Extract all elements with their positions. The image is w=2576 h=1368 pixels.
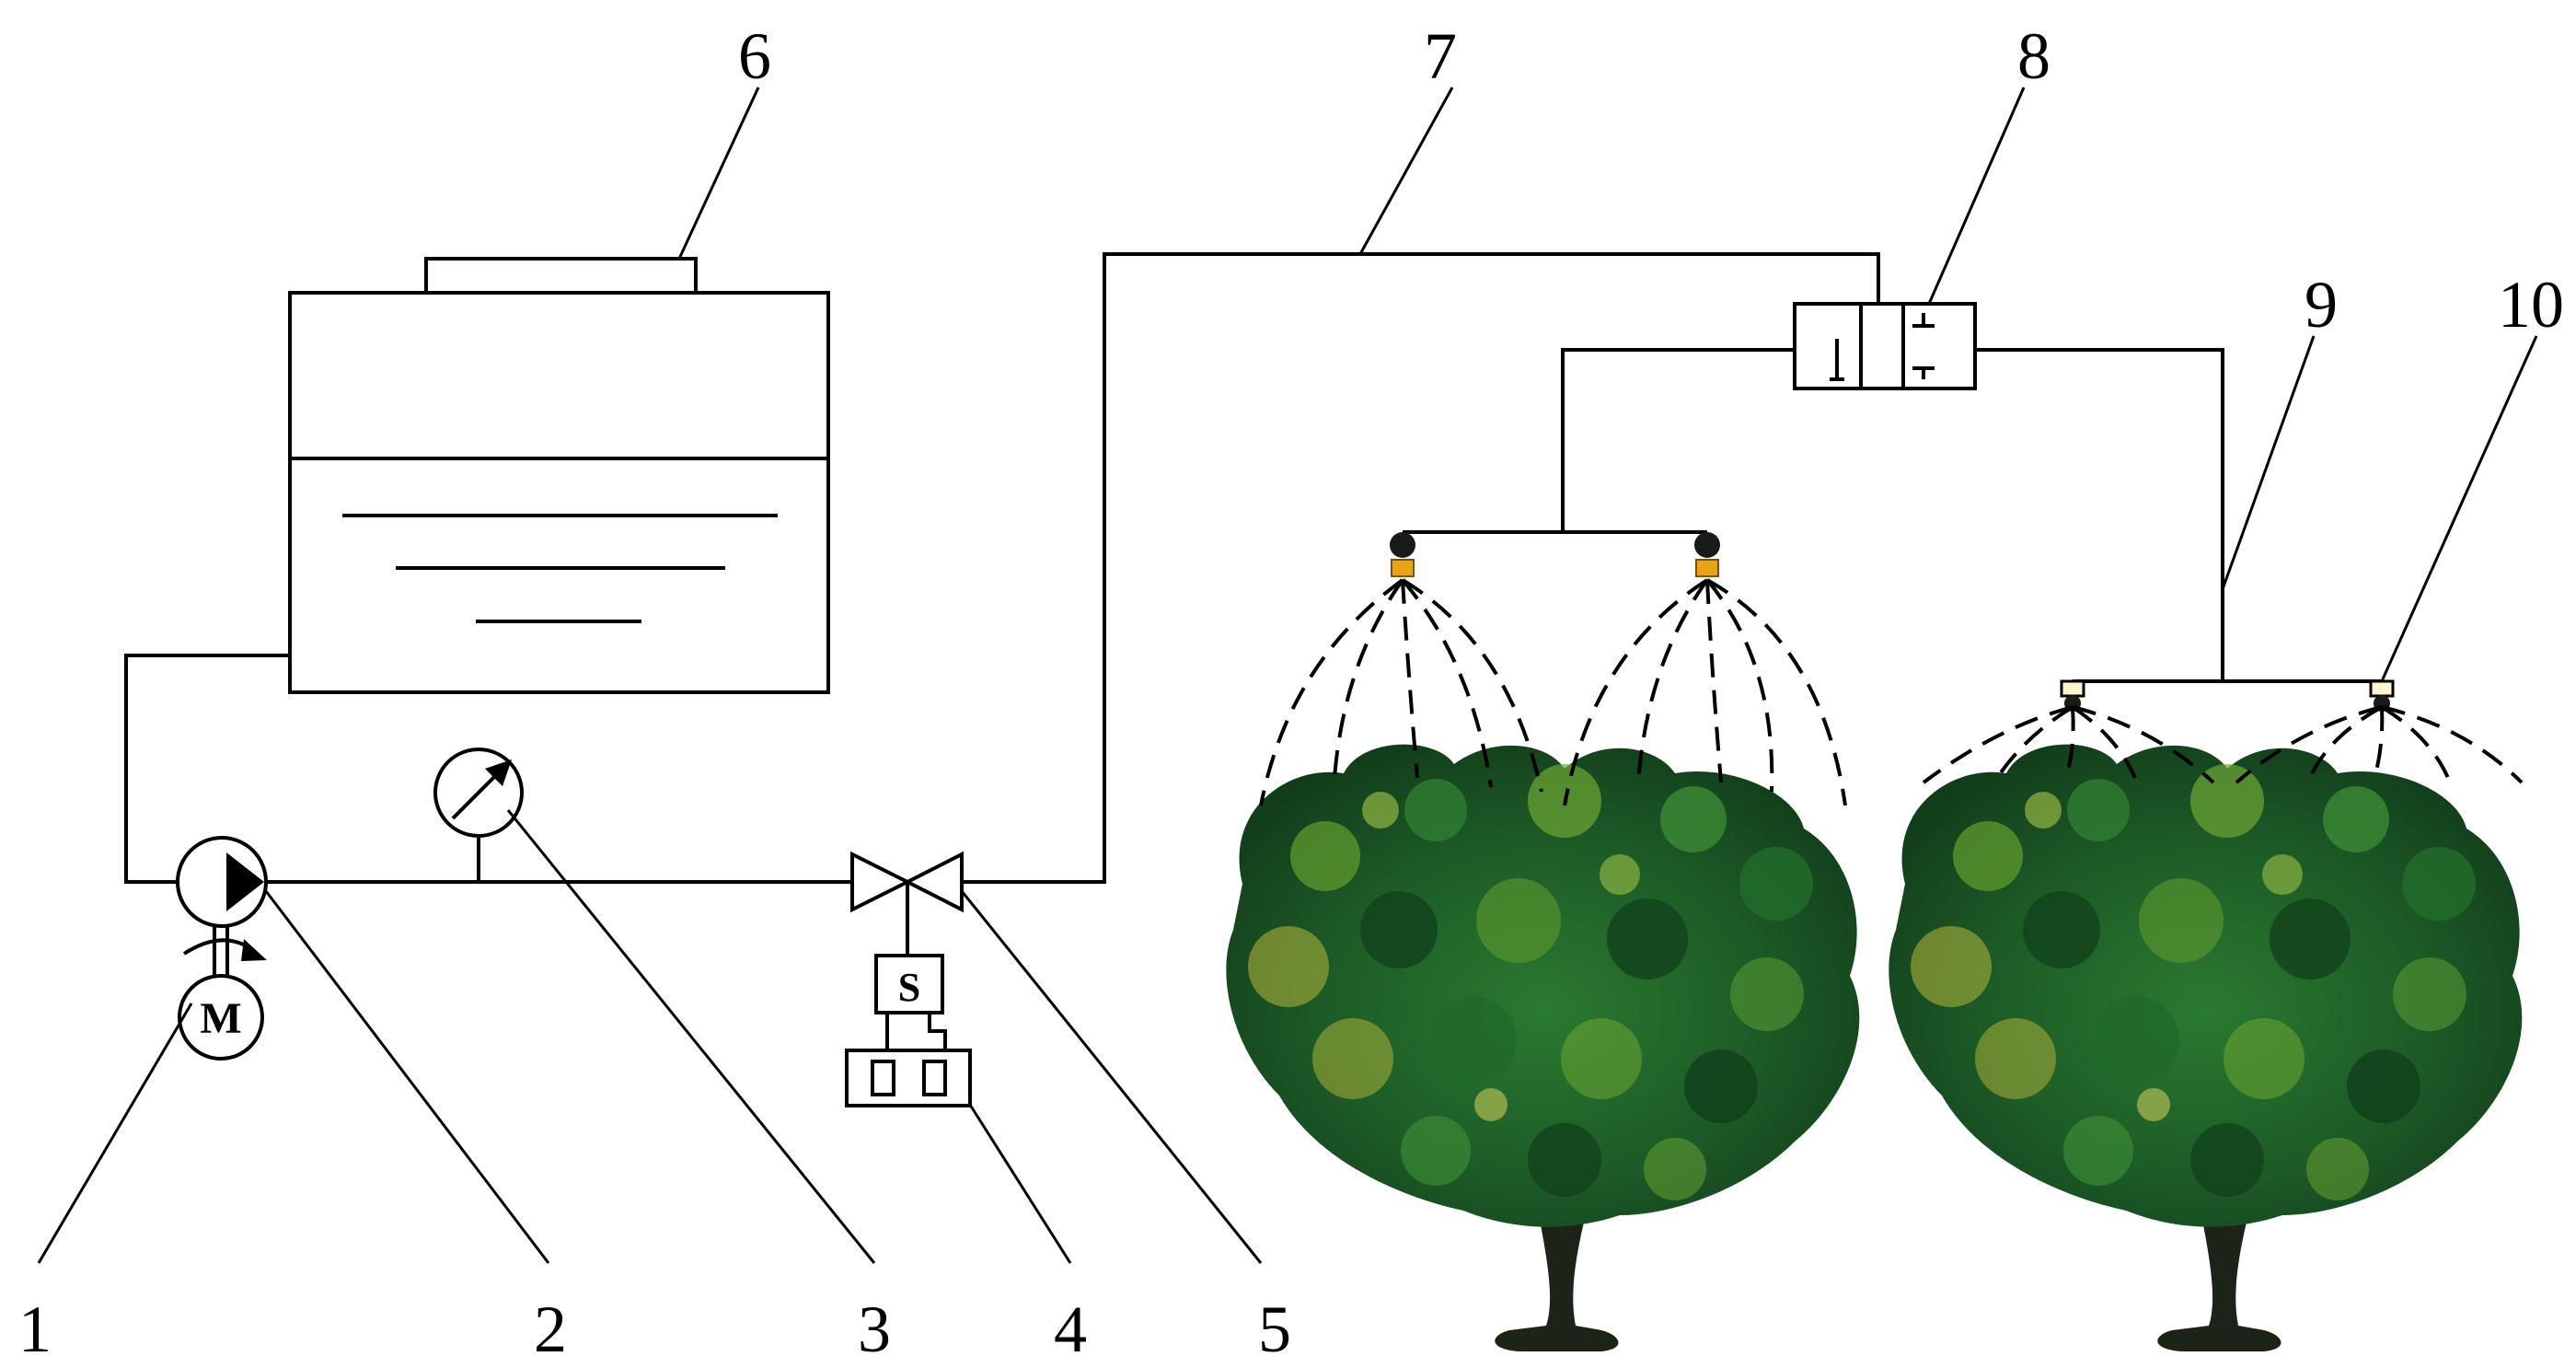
- label-8: 8: [2017, 19, 2050, 93]
- spray-line: [1706, 578, 1847, 806]
- rotation-arrowhead: [241, 939, 267, 961]
- pump-body: [176, 836, 268, 928]
- solenoid-valve: S: [850, 851, 964, 1014]
- tree-left: [1226, 744, 1860, 1351]
- controller: [845, 1013, 972, 1107]
- spray-line: [2381, 705, 2524, 784]
- nozzle: [1694, 532, 1720, 577]
- label-2: 2: [534, 1293, 567, 1363]
- spray-line: [2071, 705, 2137, 779]
- label-4: 4: [1054, 1293, 1087, 1363]
- tank: [288, 257, 830, 694]
- leader-line-7: [1358, 87, 1454, 255]
- spray-line: [1563, 578, 1709, 806]
- controller-terminal: [871, 1060, 895, 1096]
- tree-right: [1889, 744, 2523, 1351]
- leader-line-8: [1927, 87, 2026, 305]
- spray-line: [2373, 706, 2385, 779]
- pump: [176, 836, 268, 928]
- motor: M: [178, 926, 267, 1061]
- spray-line: [1995, 705, 2074, 780]
- solenoid-symbol: S: [898, 965, 920, 1010]
- label-3: 3: [858, 1293, 891, 1363]
- left-spray-pattern: [1259, 578, 1847, 806]
- controller-terminal: [922, 1060, 947, 1096]
- gauge-needle-tip: [485, 759, 512, 786]
- label-6: 6: [738, 19, 771, 93]
- label-1: 1: [18, 1293, 52, 1363]
- spray-line: [2380, 705, 2450, 779]
- rotation-arrow: [182, 938, 252, 956]
- spray-line: [1401, 578, 1543, 793]
- leader-line-10: [2380, 335, 2538, 682]
- controller-box: [845, 1049, 972, 1107]
- trunk: [1495, 1197, 1619, 1351]
- delivery-pipe: [962, 252, 1880, 884]
- tank-body: [288, 291, 830, 694]
- leader-line-9: [2221, 335, 2316, 590]
- leader-line-6: [677, 87, 760, 260]
- label-9: 9: [2305, 268, 2338, 342]
- spray-line: [1401, 578, 1493, 788]
- right-nozzles: [2060, 679, 2395, 712]
- label-10: 10: [2498, 268, 2564, 342]
- spray-line: [1401, 579, 1419, 779]
- valve-left-triangle: [850, 851, 912, 913]
- spray-line: [1922, 705, 2074, 784]
- leader-lines: [37, 87, 2538, 1264]
- tank-lid: [424, 257, 698, 295]
- right-branch-pipe: [1975, 348, 2224, 681]
- spray-line: [2064, 706, 2075, 779]
- right-spray-pattern: [1922, 705, 2524, 784]
- component-labels: 1 2 3 4 5 6 7 8 9 10: [18, 19, 2564, 1366]
- leader-line-4: [968, 1104, 1072, 1264]
- pressure-gauge: [433, 748, 524, 838]
- trunk: [2157, 1197, 2281, 1351]
- label-7: 7: [1424, 19, 1457, 93]
- left-nozzles: [1390, 532, 1720, 577]
- spray-line: [1259, 578, 1404, 806]
- directional-valve: [1793, 302, 1977, 390]
- leader-line-2: [264, 890, 550, 1264]
- spray-line: [1705, 579, 1723, 783]
- leader-line-5: [960, 890, 1263, 1264]
- branch-pipes: [1403, 348, 2382, 683]
- valve-right-triangle: [903, 851, 964, 913]
- leader-line-3: [506, 809, 876, 1264]
- controller-wire: [928, 1013, 947, 1050]
- pipeline-main: [124, 252, 1880, 884]
- suction-pipe: [124, 654, 290, 884]
- motor-body: [178, 974, 264, 1061]
- nozzle: [1390, 532, 1415, 577]
- gauge-needle: [451, 772, 499, 820]
- spray-line: [2308, 705, 2383, 779]
- spray-line: [2235, 705, 2383, 784]
- foliage-texture: [1248, 764, 1813, 1200]
- left-branch-pipe: [1561, 348, 1795, 532]
- motor-symbol: M: [200, 994, 241, 1043]
- leader-line-1: [37, 1003, 193, 1264]
- spray-line: [1705, 578, 1774, 793]
- solenoid-actuator: [874, 954, 944, 1014]
- foliage-texture: [1911, 764, 2476, 1200]
- valve-housing: [1793, 302, 1977, 390]
- label-5: 5: [1258, 1293, 1291, 1363]
- pump-flow-arrow: [226, 852, 264, 911]
- spray-line: [2072, 705, 2215, 784]
- spray-line: [1636, 578, 1709, 783]
